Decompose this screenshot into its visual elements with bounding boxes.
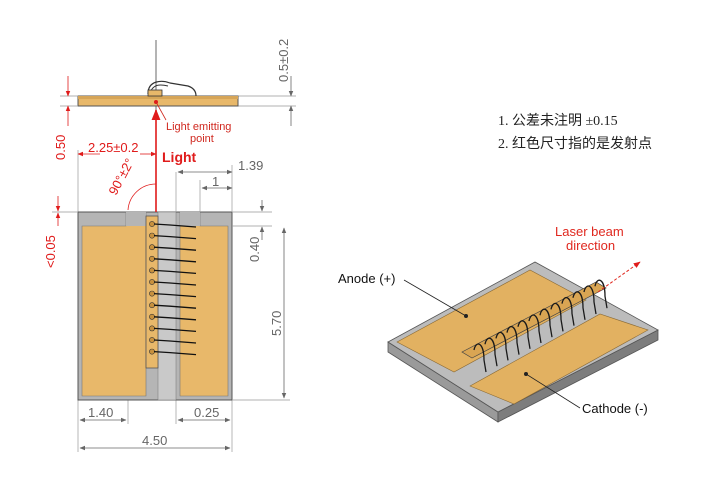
side-chip-top — [78, 96, 238, 99]
bond-wire — [153, 223, 197, 228]
laser-direction-arrow — [597, 261, 641, 293]
iso-bond-wire — [550, 302, 564, 332]
bond-wire — [153, 350, 197, 356]
iso-bond-wire — [583, 285, 597, 315]
bond-wire — [153, 246, 197, 251]
iso-bond-wire — [594, 279, 608, 309]
height-dim: 5.70 — [269, 311, 284, 336]
emitter-dot — [149, 232, 155, 239]
emitter-dot — [149, 279, 155, 285]
emitter-dot — [149, 221, 155, 227]
iso-bond-wire — [495, 331, 509, 361]
bond-wire — [153, 304, 197, 309]
iso-bond-wire — [561, 296, 575, 326]
tolerance-dim: <0.05 — [43, 235, 58, 268]
total-width-dim: 4.50 — [142, 433, 167, 448]
emitter-dot — [149, 337, 155, 343]
anode-label: Anode (+) — [338, 271, 395, 286]
bond-wire — [153, 339, 197, 344]
emitter-dot — [149, 325, 155, 332]
bond-wire — [153, 234, 197, 240]
cathode-pad — [179, 211, 229, 397]
bond-wire — [153, 258, 197, 263]
emitter-dot — [149, 244, 155, 251]
side-wire-bond — [147, 80, 197, 97]
iso-view: Laser beam direction Anode (+) Cathode (… — [338, 224, 659, 423]
note-line-1: 1. 公差未注明 ±0.15 — [498, 113, 618, 129]
anode-pad — [81, 211, 147, 397]
iso-bond-wire — [517, 320, 531, 349]
bond-wire — [153, 269, 197, 275]
emitter-dot — [149, 267, 155, 274]
angle-dim: 90°±2° — [105, 156, 137, 198]
iso-bond-wire — [539, 308, 553, 338]
iso-anode-pad — [396, 269, 587, 373]
cathode-label: Cathode (-) — [582, 401, 648, 416]
emitter-dot — [149, 255, 155, 262]
left-dim: 1.40 — [88, 405, 113, 420]
thickness-dim-label: 0.5±0.2 — [276, 39, 291, 82]
iso-cathode-pad — [469, 313, 649, 405]
iso-bond-wire — [528, 314, 542, 344]
emitter-dot — [149, 290, 155, 297]
iso-bond-wire — [572, 291, 586, 320]
iso-bond-wire — [473, 343, 487, 373]
bond-wire — [153, 327, 197, 333]
iso-wires — [473, 279, 608, 373]
emitter-label-line1: Light emitting — [166, 121, 231, 133]
emitter-label-line2: point — [190, 133, 214, 145]
emitter-dot — [149, 348, 155, 355]
notes: 1. 公差未注明 ±0.15 2. 红色尺寸指的是发射点 — [498, 113, 652, 152]
gap-dim: 0.25 — [194, 405, 219, 420]
laser-label-line1: Laser beam — [555, 224, 624, 239]
side-view: 0.5±0.2 0.50 Light emitting point — [53, 39, 296, 160]
emitter-dot — [149, 302, 155, 309]
bond-wire — [153, 316, 197, 321]
note-line-2: 2. 红色尺寸指的是发射点 — [498, 135, 652, 152]
pad-dim: 1 — [212, 174, 219, 189]
side-height-dim: 0.50 — [53, 135, 68, 160]
top-width-dim: 1.39 — [238, 158, 263, 173]
notch-dim: 0.40 — [247, 237, 262, 262]
front-view: 2.25±0.2 Light 90°±2° <0.05 1.39 1 0.40 … — [43, 108, 290, 452]
offset-dim: 2.25±0.2 — [88, 140, 139, 155]
bond-wire — [153, 281, 197, 286]
iso-bond-wire — [506, 325, 520, 355]
emitter-dot — [149, 313, 155, 320]
light-label: Light — [162, 149, 197, 165]
front-emitters — [149, 221, 197, 356]
bond-wire — [153, 292, 197, 298]
iso-bond-wire — [484, 337, 498, 367]
laser-label-line2: direction — [566, 238, 615, 253]
iso-frame — [387, 261, 659, 413]
side-emitter-chip — [147, 89, 163, 97]
